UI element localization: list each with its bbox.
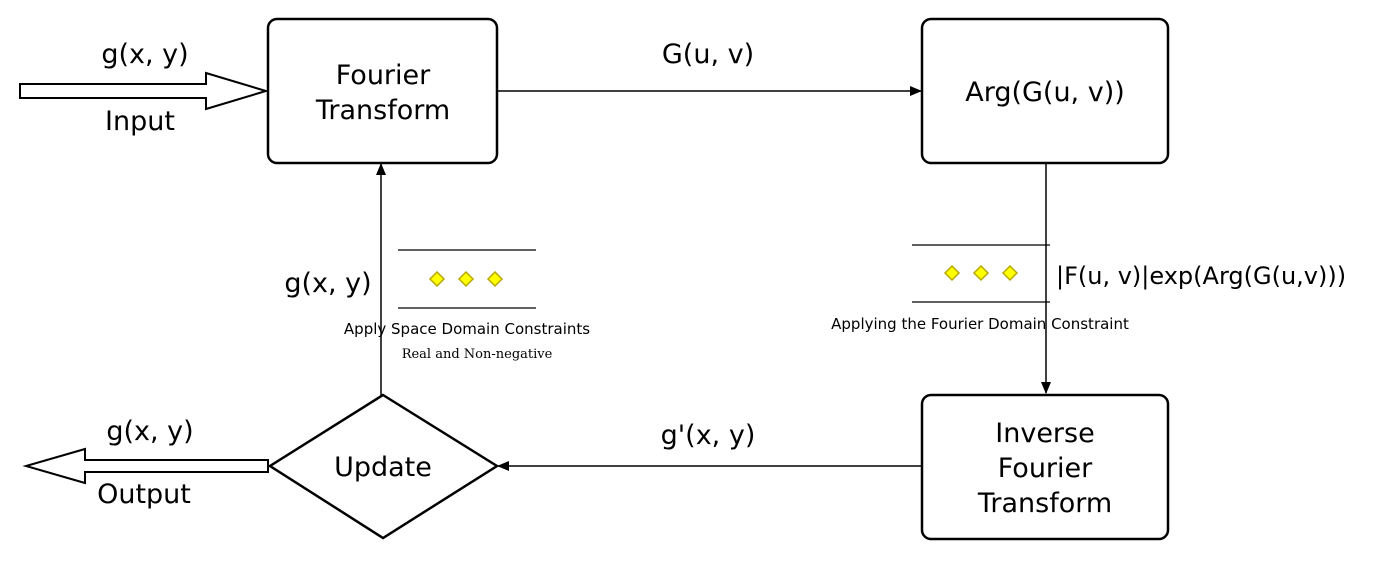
diamond-icon <box>943 264 961 282</box>
output-signal-label: g(x, y) <box>106 416 193 447</box>
inverse-ft-line1: Inverse <box>995 418 1094 449</box>
diamond-icon <box>457 270 475 288</box>
inverse-ft-line3: Transform <box>977 488 1112 519</box>
arg-to-inverse-label: |F(u, v)|exp(Arg(G(u,v))) <box>1056 262 1346 290</box>
fourier-transform-box <box>266 17 499 165</box>
diamond-icon <box>1001 264 1019 282</box>
ft-to-arg-label: G(u, v) <box>662 39 754 70</box>
output-arrow <box>22 447 269 485</box>
input-arrow <box>19 71 270 111</box>
input-signal-label: g(x, y) <box>101 39 188 70</box>
fourier-transform-line1: Fourier <box>336 60 431 91</box>
input-label: Input <box>105 106 175 137</box>
fourier-constraint-diamonds <box>943 264 1019 282</box>
space-constraint-title: Apply Space Domain Constraints <box>344 320 590 338</box>
update-decision-diamond <box>267 393 500 540</box>
diamond-icon <box>486 270 504 288</box>
fourier-transform-line2: Transform <box>315 95 450 126</box>
arg-box <box>920 17 1170 165</box>
space-constraint-subtitle: Real and Non-negative <box>402 347 553 362</box>
update-to-ft-label: g(x, y) <box>284 268 371 299</box>
diamond-icon <box>972 264 990 282</box>
inverse-to-update-label: g'(x, y) <box>661 420 756 451</box>
update-label: Update <box>334 452 432 483</box>
space-constraint-diamonds <box>428 270 504 288</box>
inverse-fourier-transform-box <box>920 393 1170 541</box>
arg-label: Arg(G(u, v)) <box>965 77 1125 108</box>
diamond-icon <box>428 270 446 288</box>
inverse-ft-line2: Fourier <box>998 453 1093 484</box>
output-label: Output <box>97 479 191 510</box>
fourier-constraint-title: Applying the Fourier Domain Constraint <box>831 315 1129 333</box>
